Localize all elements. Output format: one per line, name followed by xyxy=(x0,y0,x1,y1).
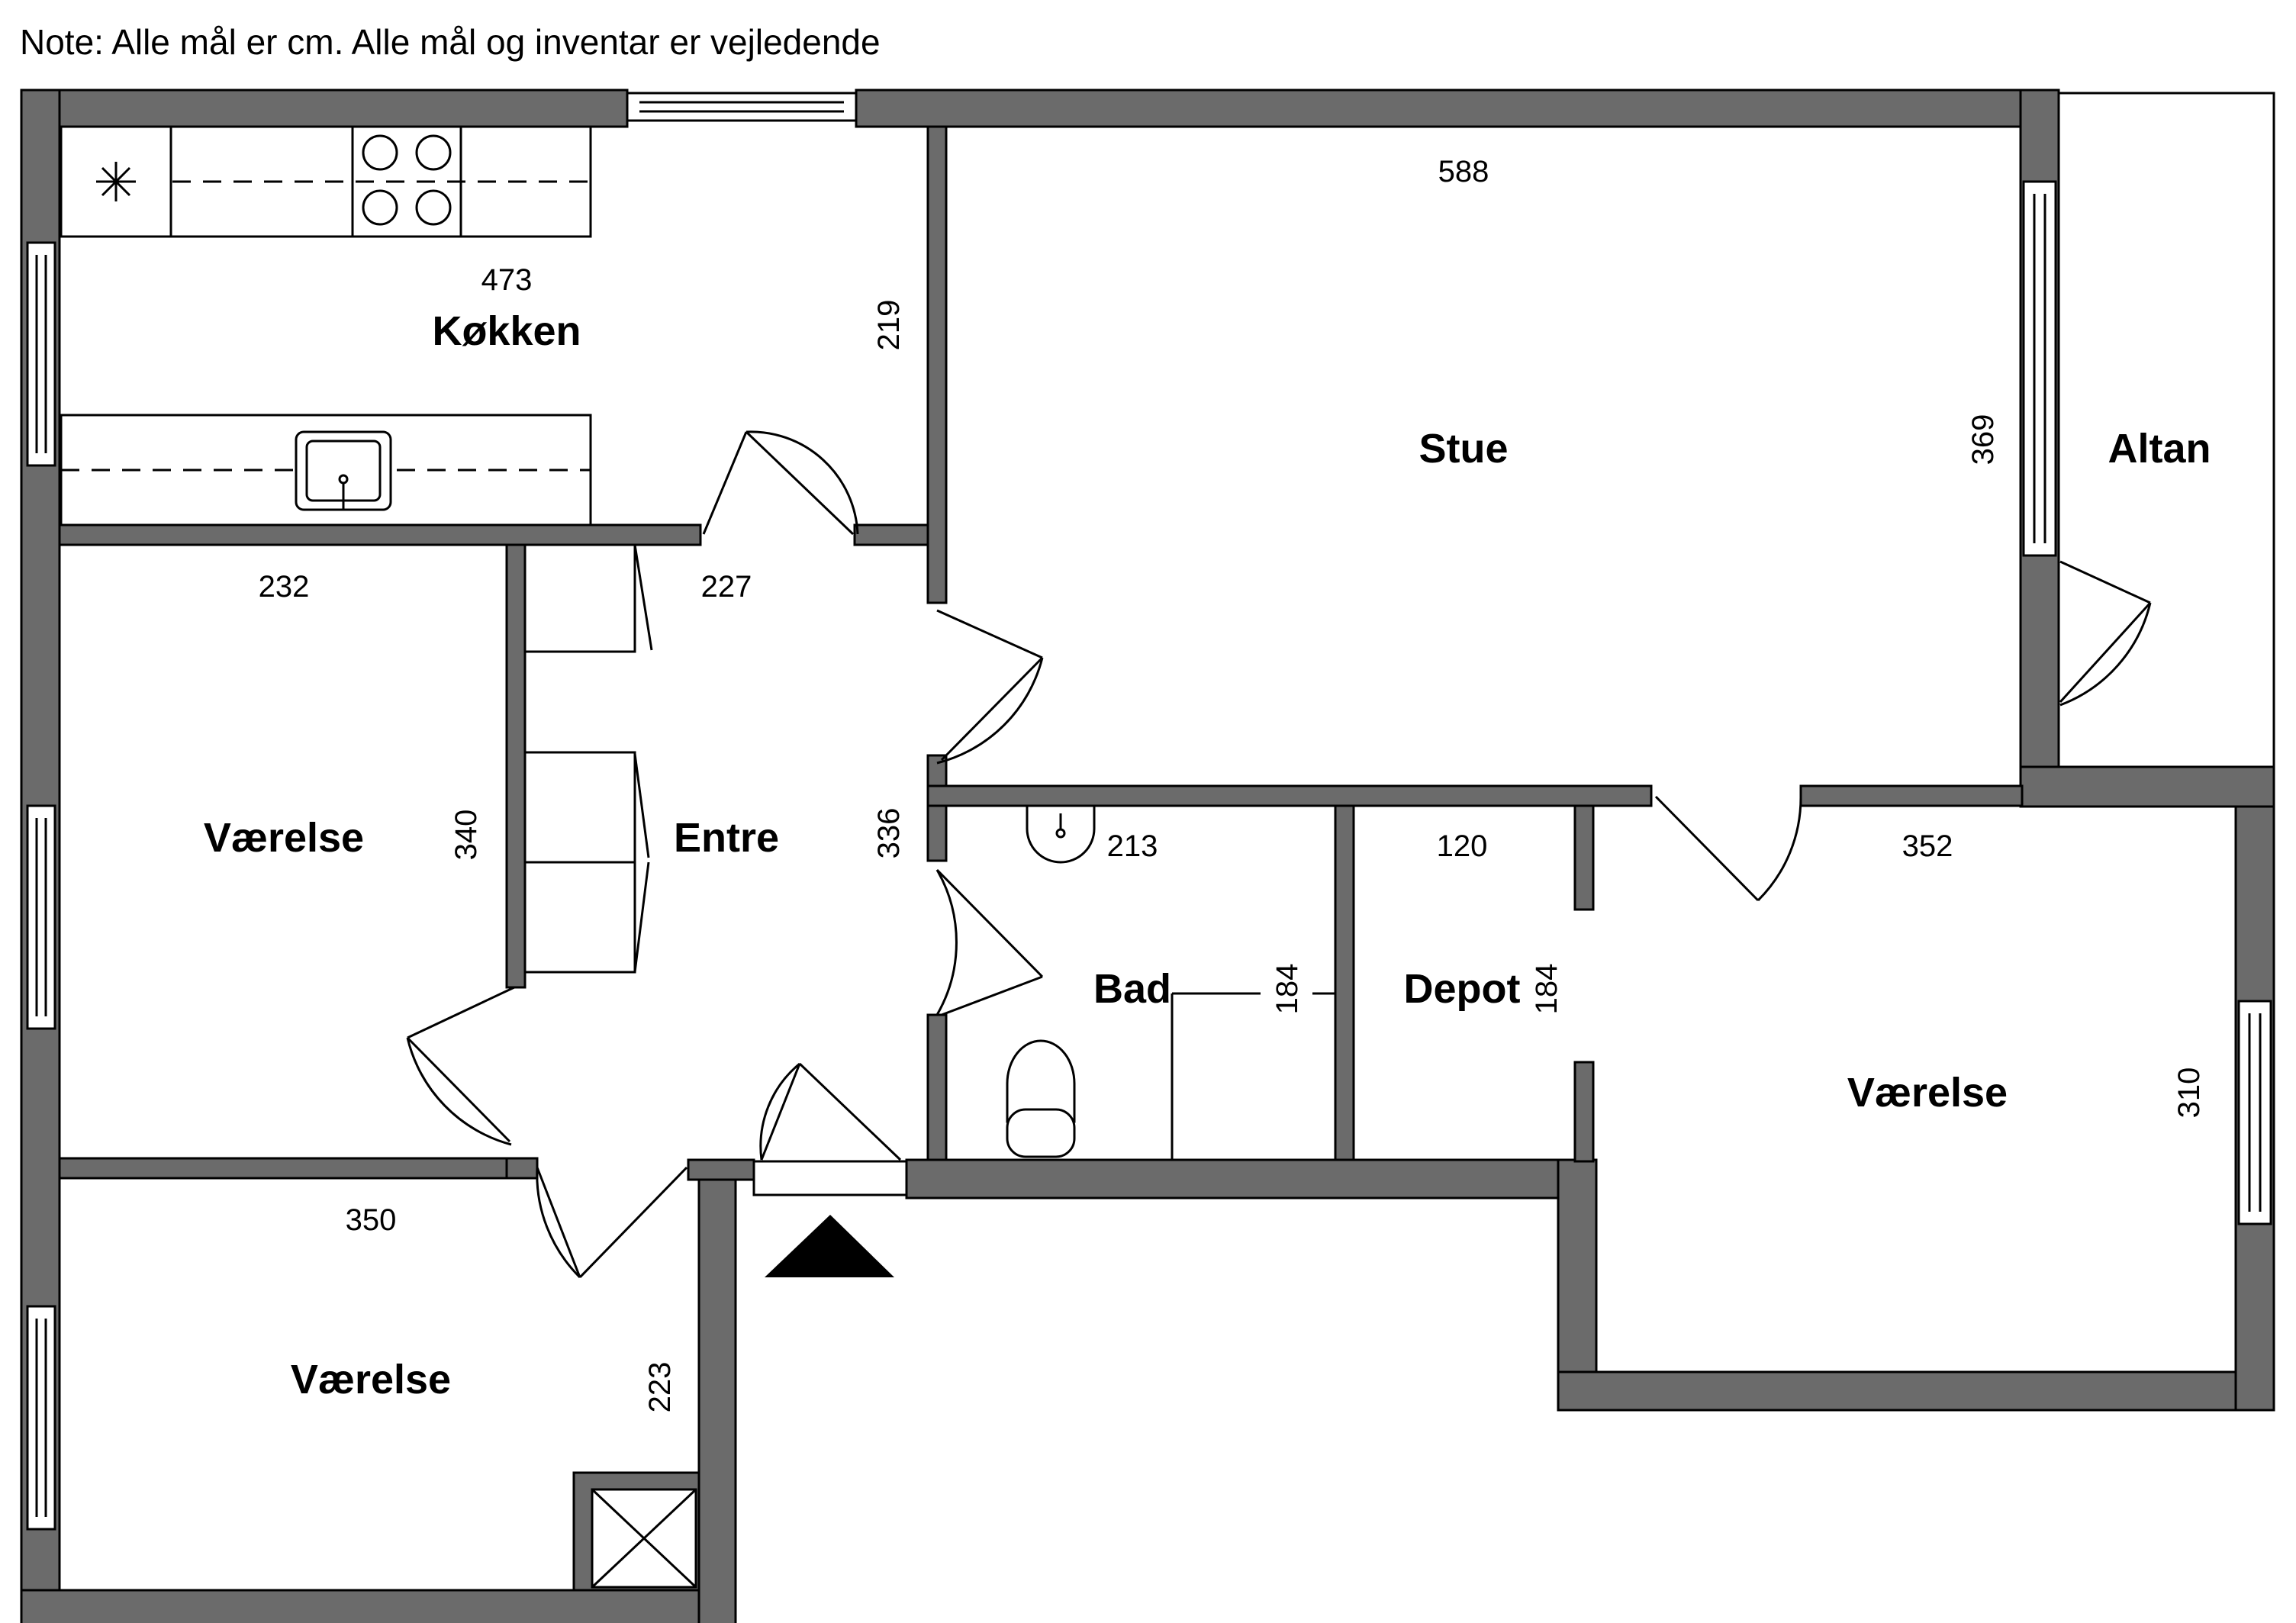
room-name-living: Stue xyxy=(1418,426,1508,472)
extractor-icon xyxy=(96,162,136,201)
sink-icon xyxy=(295,430,392,511)
dim-nw-room-height: 340 xyxy=(449,810,483,861)
dim-bath-width: 213 xyxy=(1107,829,1158,863)
shaft-icon xyxy=(572,1471,700,1592)
balcony-outline xyxy=(2057,92,2275,768)
entry-closets xyxy=(523,543,636,974)
dim-entry-width: 227 xyxy=(701,570,752,604)
dim-se-room-height: 310 xyxy=(2172,1068,2206,1119)
entrance-arrow-icon xyxy=(765,1215,894,1277)
room-name-se-room: Værelse xyxy=(1847,1070,2008,1116)
room-name-entry: Entre xyxy=(674,815,779,861)
dim-sw-room-height: 223 xyxy=(643,1362,677,1413)
doors xyxy=(406,430,2152,1279)
room-name-nw-room: Værelse xyxy=(204,815,364,861)
room-name-storage: Depot xyxy=(1404,966,1521,1012)
dim-storage-width: 120 xyxy=(1437,829,1488,863)
dim-entry-height: 336 xyxy=(872,808,906,859)
kitchen-counter-top xyxy=(60,125,592,238)
dim-living-height: 369 xyxy=(1966,414,2000,465)
room-name-bath: Bad xyxy=(1093,966,1171,1012)
room-name-sw-room: Værelse xyxy=(291,1357,451,1402)
dim-kitchen-width: 473 xyxy=(481,263,533,297)
toilet-icon xyxy=(1006,1039,1076,1158)
dim-bath-height: 184 xyxy=(1270,964,1304,1015)
interior-walls xyxy=(58,125,2024,1181)
bath-partition xyxy=(1171,992,1335,1160)
dim-kitchen-height: 219 xyxy=(872,300,906,351)
washbasin-icon xyxy=(1026,804,1096,864)
dim-living-width: 588 xyxy=(1438,155,1489,188)
dim-sw-room-width: 350 xyxy=(346,1203,397,1237)
windows xyxy=(26,92,2272,1531)
stove-icon xyxy=(362,134,452,226)
dim-nw-room-width: 232 xyxy=(259,570,310,604)
dim-se-room-width: 352 xyxy=(1902,829,1953,863)
room-name-balcony: Altan xyxy=(2108,426,2211,472)
plan-note: Note: Alle mål er cm. Alle mål og invent… xyxy=(20,22,881,62)
room-name-kitchen: Køkken xyxy=(432,308,581,354)
dim-storage-height: 184 xyxy=(1530,964,1563,1015)
